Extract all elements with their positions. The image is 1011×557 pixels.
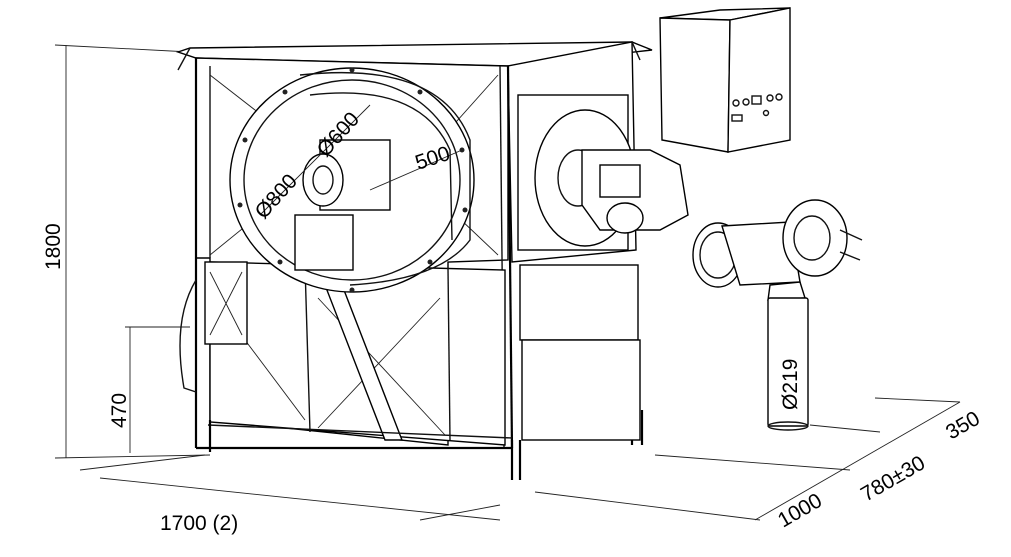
fan-assembly [229,67,475,293]
fan-ring-bolts [237,67,468,293]
dim-length: 1700 (2) [160,512,238,535]
dim-flue-dia: Ø219 [779,359,802,410]
dimension-lines [54,44,961,521]
dim-flue-offset: 350 [942,407,984,444]
separate-burner-unit [692,199,863,431]
burner-assembly [517,94,689,441]
dim-height: 1800 [42,223,65,270]
dim-leg-height: 470 [108,393,131,428]
control-box [659,7,791,153]
dim-width: 1000 [774,489,826,532]
dim-burner-offset: 780±30 [857,451,929,506]
